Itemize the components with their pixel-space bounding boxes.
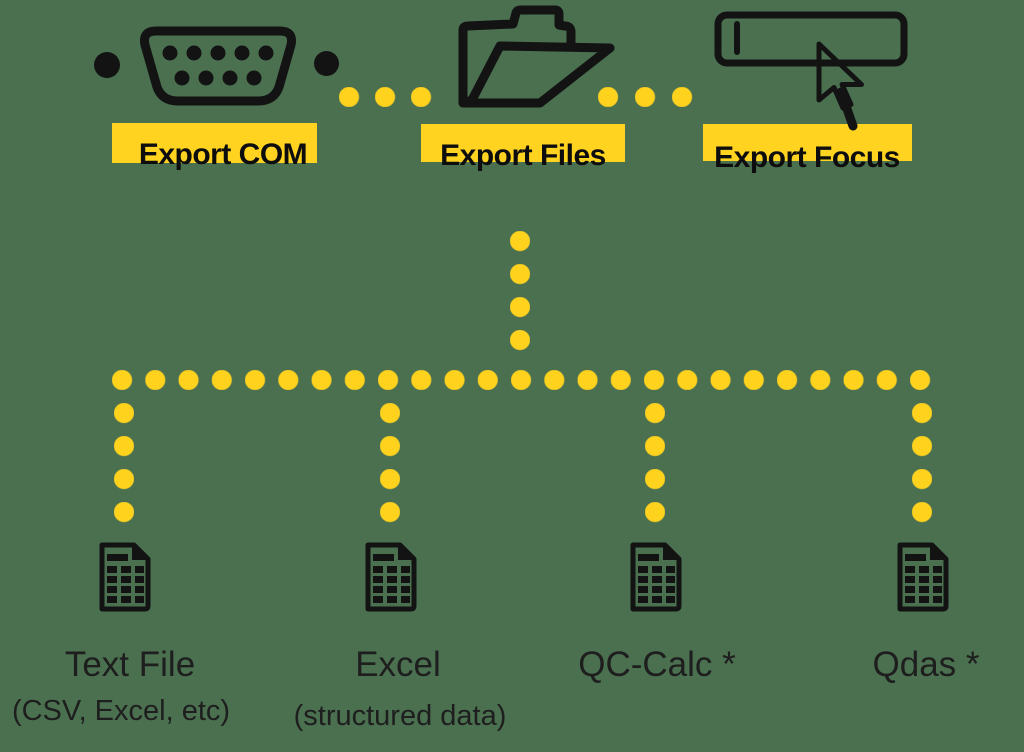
dotted-drop-2 xyxy=(380,403,400,535)
export-com-band xyxy=(112,123,317,163)
dotted-branch-horizontal xyxy=(112,370,940,390)
output-qdas-label: Qdas * xyxy=(872,645,980,684)
export-focus-label: Export Focus xyxy=(714,141,900,174)
export-com-label: Export COM xyxy=(138,138,308,171)
output-excel-sublabel: (structured data) xyxy=(293,700,507,732)
export-files-band xyxy=(421,124,625,162)
spreadsheet-file-icon xyxy=(99,542,151,612)
dotted-link-files-focus xyxy=(598,87,702,107)
output-text-file-label: Text File xyxy=(64,645,196,684)
export-focus-band xyxy=(703,124,912,161)
dotted-drop-4 xyxy=(912,403,932,535)
cursor-tail-line xyxy=(836,87,858,131)
com-right-dot xyxy=(314,51,339,76)
dotted-drop-1 xyxy=(114,403,134,535)
export-files-label: Export Files xyxy=(440,139,606,172)
dotted-drop-3 xyxy=(645,403,665,535)
output-excel-label: Excel xyxy=(355,645,441,684)
mouse-pointer-icon xyxy=(816,41,864,111)
output-text-file-sublabel: (CSV, Excel, etc) xyxy=(11,695,231,727)
open-folder-icon xyxy=(458,5,615,108)
spreadsheet-file-icon xyxy=(897,542,949,612)
spreadsheet-file-icon xyxy=(630,542,682,612)
serial-port-icon xyxy=(140,26,296,106)
text-input-cursor-icon xyxy=(714,11,908,131)
spreadsheet-file-icon xyxy=(365,542,417,612)
dotted-link-com-files xyxy=(339,87,439,107)
output-qc-calc-label: QC-Calc * xyxy=(578,645,736,684)
com-left-dot xyxy=(94,52,120,78)
dotted-trunk-vertical xyxy=(510,231,530,363)
